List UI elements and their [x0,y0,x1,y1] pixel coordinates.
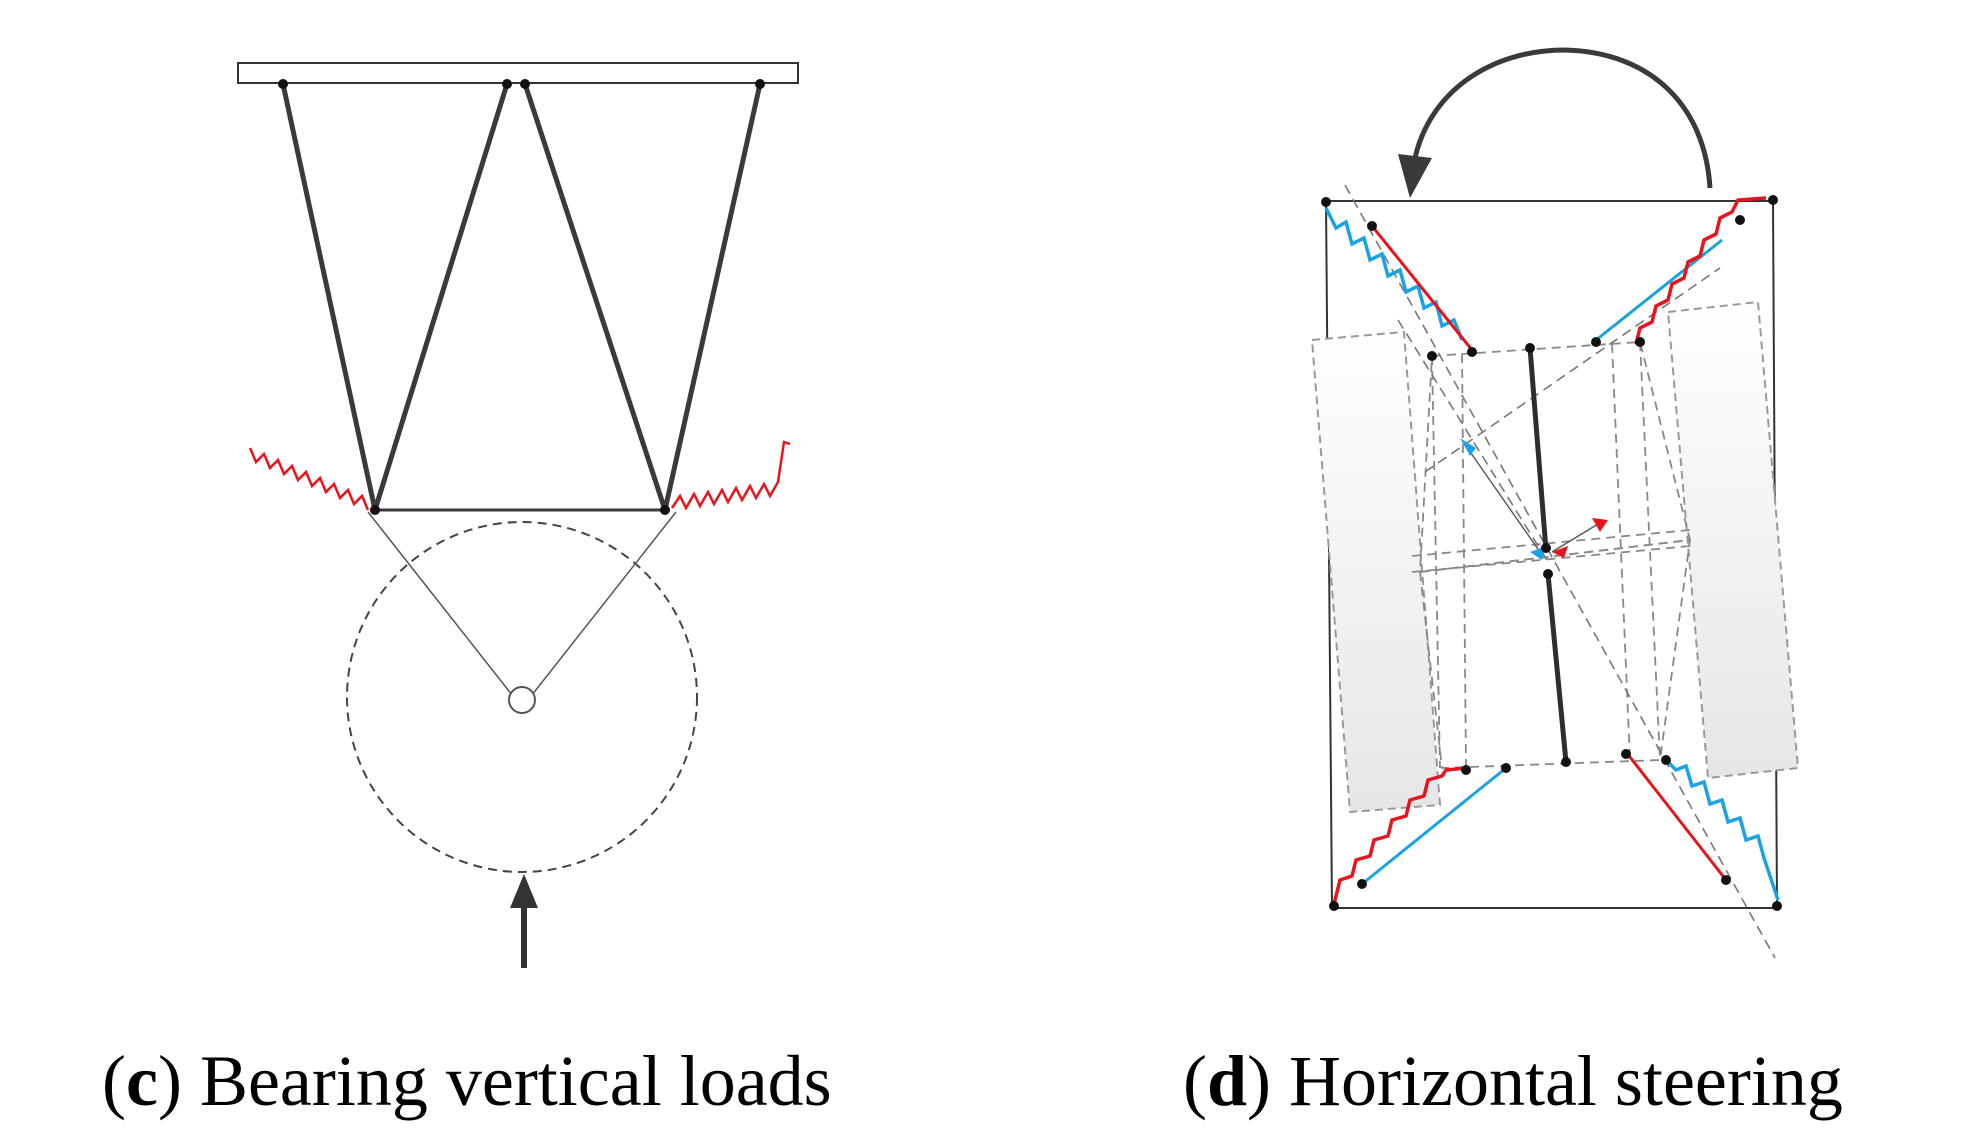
joint-dot [370,505,380,515]
diagonal-main [1344,184,1776,959]
link-right-inner [522,81,668,513]
joint-dot [1543,569,1553,579]
joint-dot [1591,337,1601,347]
inner-side-right-top [1639,341,1661,761]
force-red-arrowhead-2 [1552,546,1568,558]
link-right-outer [662,81,763,513]
joint-dot [1721,875,1731,885]
wheel-spoke-left [367,511,517,701]
joint-dot [1772,901,1782,911]
left-wheel-panel [1310,330,1442,814]
inner-side-left2 [1461,353,1467,767]
caption-c-text: Bearing vertical loads [181,1041,832,1121]
caption-d: (d) Horizontal steering [1183,1041,1843,1121]
joint-dot [1321,197,1331,207]
caption-d-text: Horizontal steering [1271,1041,1843,1121]
spring-right-red [670,440,791,511]
spring-blue-bottom-right [1664,758,1780,901]
joint-dot [1501,763,1511,773]
joint-dot [1357,879,1367,889]
construction-lines [1344,184,1776,959]
joint-dot [1525,343,1535,353]
rotation-arrow [1412,47,1713,189]
inner-side-left-top [1431,355,1441,769]
central-link-upper [1527,345,1549,553]
right-wheel-panel [1666,300,1800,780]
joint-dot [1661,755,1671,765]
joint-dot [1329,901,1339,911]
joint-dot [1467,347,1477,357]
lower-inner-frame [1419,538,1692,769]
joint-dot [660,505,670,515]
spring-left-red [248,447,370,511]
joint-dot [1635,337,1645,347]
panel-c-diagram [237,62,799,968]
link-left-inner [372,81,510,513]
joint-dot [1561,757,1571,767]
caption-c: (c) Bearing vertical loads [102,1041,832,1121]
force-blue-line [1465,445,1541,553]
joints-d [1321,195,1782,911]
force-red-line [1551,523,1599,553]
rotation-arrow-head [1398,154,1432,198]
spring-blue-top-left [1324,207,1464,341]
force-blue-arrowhead [1460,438,1476,456]
spring-red-bottom-left [1332,766,1467,905]
link-left-outer [280,81,378,513]
joint-dot [1735,215,1745,225]
caption-d-letter: d [1206,1041,1248,1121]
link-blue-bottom-left [1361,766,1507,886]
mid-beam-top [1411,529,1691,557]
panel-d-diagram [1310,47,1800,959]
joint-dot [1541,543,1551,553]
central-links [1527,345,1569,765]
joint-dot [1461,765,1471,775]
wheel-outline [346,521,698,873]
joint-dot [502,79,512,89]
caption-c-letter: c [125,1041,158,1121]
wheel-hub [508,686,536,714]
link-red-bottom-right [1624,751,1728,881]
wheel-spoke-right [527,511,677,701]
joint-dot [278,79,288,89]
joint-dot [1621,749,1631,759]
joints-c [278,79,765,515]
joint-dot [520,79,530,89]
joint-dot [1367,221,1377,231]
force-red-arrowhead [1592,518,1608,532]
joint-dot [755,79,765,89]
joint-dot [1427,351,1437,361]
rigid-links [280,81,763,513]
load-arrow-head [510,874,538,908]
central-link-lower [1545,571,1569,765]
mid-beam-bottom [1411,545,1691,573]
spring-red-top-right [1634,196,1767,345]
top-platform [237,62,799,84]
diagonal-cross [1424,267,1721,473]
joint-dot [1768,195,1778,205]
link-red-top-left [1370,225,1474,351]
